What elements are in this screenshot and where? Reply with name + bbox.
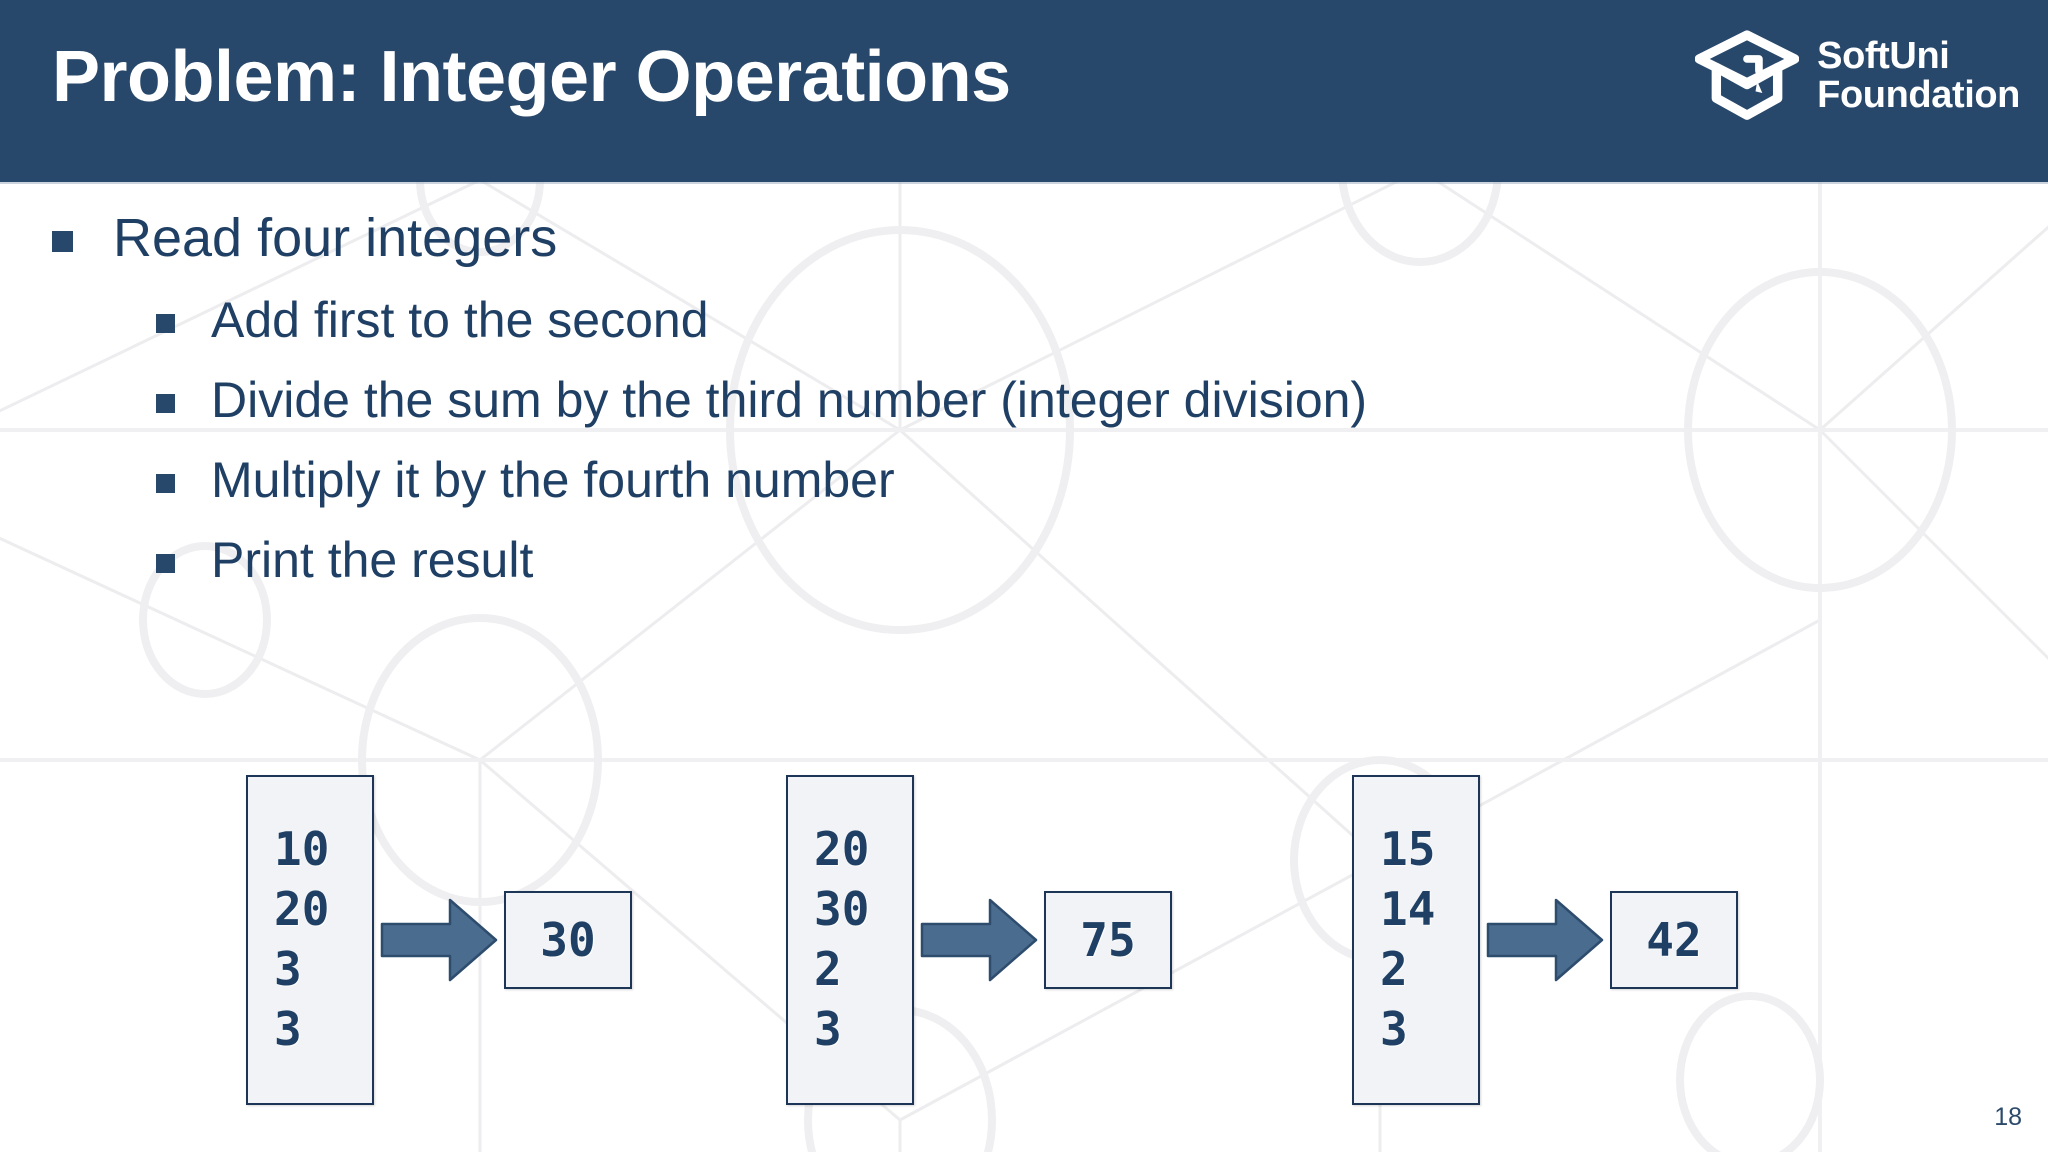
bullet-square-icon (52, 231, 73, 252)
logo-line-1: SoftUni (1817, 35, 1950, 78)
arrow-container (914, 897, 1044, 983)
logo-line-2: Foundation (1817, 74, 2020, 116)
bullet-square-icon (156, 554, 175, 574)
page-title: Problem: Integer Operations (52, 37, 1011, 117)
result-box: 30 (504, 891, 632, 989)
arrow-container (374, 897, 504, 983)
input-value: 20 (814, 822, 870, 877)
result-value: 42 (1646, 913, 1702, 967)
bullet-text: Add first to the second (211, 292, 709, 349)
input-stack-box: 20 30 2 3 (786, 775, 914, 1105)
list-item: Add first to the second (156, 292, 2048, 348)
graduation-cap-icon (1695, 30, 1800, 120)
list-item: Multiply it by the fourth number (156, 452, 2048, 508)
bullet-text: Divide the sum by the third number (inte… (211, 372, 1368, 429)
logo-wordmark: SoftUni Foundation (1817, 37, 2020, 115)
right-arrow-icon (920, 898, 1038, 982)
bullet-text: Print the result (211, 532, 534, 589)
bullet-square-icon (156, 314, 175, 334)
bullet-square-icon (156, 474, 175, 494)
example-group: 15 14 2 3 42 (1352, 770, 1738, 1110)
bullet-text: Multiply it by the fourth number (211, 452, 895, 509)
bullet-square-icon (156, 394, 175, 414)
right-arrow-icon (1486, 898, 1604, 982)
input-value: 3 (274, 942, 302, 996)
input-value: 30 (814, 882, 870, 937)
example-diagram: 10 20 3 3 30 20 30 2 3 (0, 770, 2048, 1110)
input-value: 2 (814, 942, 842, 996)
input-stack-box: 10 20 3 3 (246, 775, 374, 1105)
list-item: Print the result (156, 532, 2048, 588)
input-value: 10 (274, 822, 330, 877)
input-stack-box: 15 14 2 3 (1352, 775, 1480, 1105)
input-value: 3 (814, 1001, 842, 1056)
input-value: 15 (1380, 822, 1436, 877)
header-band: Problem: Integer Operations SoftUni Foun… (0, 0, 2048, 182)
input-value: 14 (1380, 882, 1436, 937)
softuni-foundation-logo: SoftUni Foundation (1695, 28, 2020, 124)
input-value: 20 (274, 882, 330, 937)
result-box: 75 (1044, 891, 1172, 989)
example-group: 10 20 3 3 30 (246, 770, 632, 1110)
list-item: Read four integers (52, 208, 2048, 268)
bullet-list: Read four integers Add first to the seco… (0, 182, 2048, 588)
input-value: 3 (1380, 1001, 1408, 1056)
right-arrow-icon (380, 898, 498, 982)
page-number: 18 (1994, 1103, 2022, 1131)
input-value: 2 (1380, 942, 1408, 996)
list-item: Divide the sum by the third number (inte… (156, 372, 2048, 428)
arrow-container (1480, 897, 1610, 983)
result-value: 30 (540, 913, 596, 967)
example-group: 20 30 2 3 75 (786, 770, 1172, 1110)
input-value: 3 (274, 1001, 302, 1056)
result-box: 42 (1610, 891, 1738, 989)
bullet-text: Read four integers (113, 208, 558, 268)
result-value: 75 (1080, 913, 1136, 967)
